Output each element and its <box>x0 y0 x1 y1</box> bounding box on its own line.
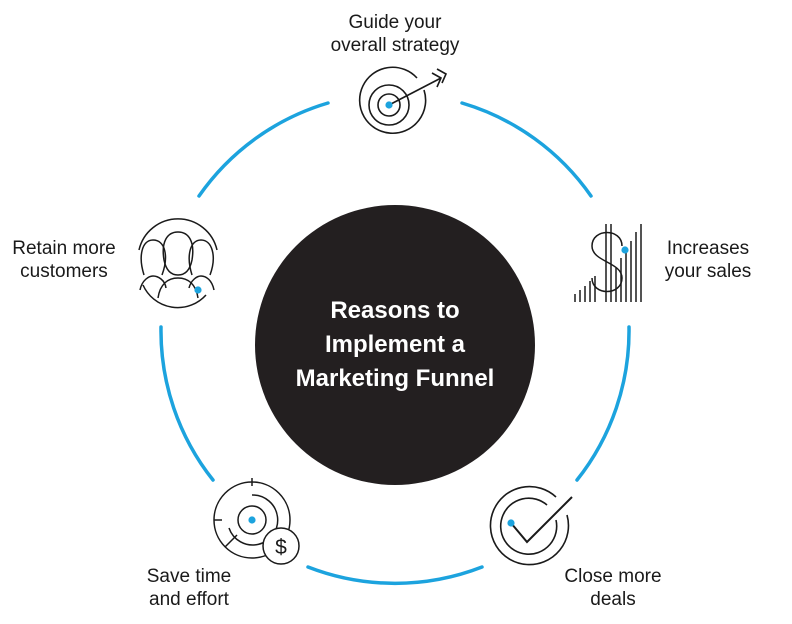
ring-arc-right <box>575 325 631 482</box>
center-circle <box>255 205 535 485</box>
customers-icon <box>138 218 218 309</box>
label-guide-strategy-line-1: Guide your <box>348 12 442 33</box>
center-title-line-1: Reasons to <box>330 297 460 324</box>
center-title: Reasons to Implement a Marketing Funnel <box>255 205 535 485</box>
label-retain-customers: Retain more customers <box>2 237 126 283</box>
label-retain-customers-line-2: customers <box>20 261 108 282</box>
label-save-time: Save time and effort <box>124 565 254 611</box>
target-arrow-icon <box>358 66 448 135</box>
ring-arc-left <box>159 325 215 482</box>
label-close-deals: Close more deals <box>548 565 678 611</box>
ring-arc-bottom <box>306 565 484 586</box>
label-increase-sales-line-1: Increases <box>666 238 750 259</box>
dollar-sign-glyph: $ <box>275 536 287 559</box>
label-increase-sales: Increases your sales <box>648 237 768 283</box>
label-guide-strategy-line-2: overall strategy <box>330 35 460 56</box>
label-retain-customers-line-1: Retain more <box>12 238 116 259</box>
label-increase-sales-line-2: your sales <box>664 261 752 282</box>
ring-arcs <box>159 101 631 586</box>
stopwatch-dollar-icon <box>213 478 300 565</box>
dollar-chart-icon <box>574 224 642 302</box>
label-close-deals-line-2: deals <box>590 589 636 610</box>
label-close-deals-line-1: Close more <box>564 566 662 587</box>
center-title-line-2: Implement a <box>324 331 466 358</box>
ring-arc-top-left <box>197 101 330 198</box>
label-save-time-line-1: Save time <box>146 566 232 587</box>
center-title-line-3: Marketing Funnel <box>295 365 495 392</box>
label-guide-strategy: Guide your overall strategy <box>300 11 490 57</box>
check-circle-icon <box>489 485 573 566</box>
center-title-text: Reasons to Implement a Marketing Funnel <box>296 294 495 396</box>
ring-arc-top-right <box>460 101 593 198</box>
label-save-time-line-2: and effort <box>149 589 229 610</box>
